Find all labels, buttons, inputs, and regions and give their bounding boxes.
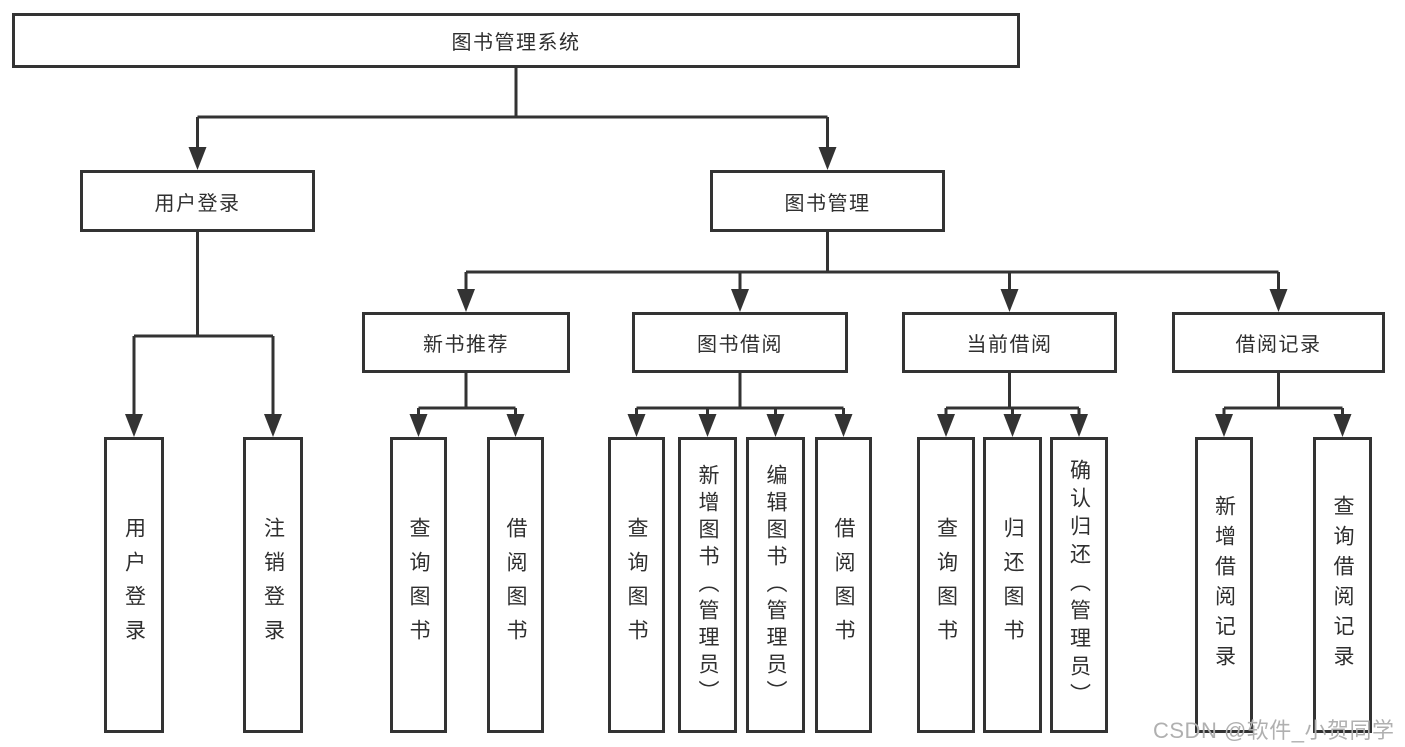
node-book-borrow: 图书借阅 <box>632 312 848 373</box>
node-label: 新增图书（管理员） <box>696 463 719 707</box>
node-label: 图书管理 <box>784 192 871 215</box>
leaf-add-books-admin: 新增图书（管理员） <box>678 437 737 733</box>
node-label: 确认归还（管理员） <box>1067 459 1091 711</box>
arrow-icon <box>1333 414 1352 437</box>
node-root-system: 图书管理系统 <box>12 13 1020 68</box>
node-label: 归还图书 <box>1001 517 1024 653</box>
arrow-icon <box>818 147 837 170</box>
csdn-watermark: CSDN @软件_小贺同学 <box>1153 718 1395 743</box>
leaf-borrow-books: 借阅图书 <box>487 437 544 733</box>
node-label: 新增借阅记录 <box>1212 495 1236 675</box>
node-label: 图书借阅 <box>697 334 783 356</box>
node-label: 注销登录 <box>261 517 285 653</box>
node-book-management: 图书管理 <box>710 170 945 232</box>
node-label: 查询借阅记录 <box>1331 495 1354 675</box>
leaf-logout: 注销登录 <box>243 437 303 733</box>
arrow-icon <box>937 414 955 437</box>
arrow-icon <box>1003 414 1022 437</box>
leaf-query-borrow-record: 查询借阅记录 <box>1313 437 1372 733</box>
leaf-query-books: 查询图书 <box>917 437 975 733</box>
node-label: 查询图书 <box>407 517 430 653</box>
node-label: 借阅图书 <box>832 517 855 653</box>
arrow-icon <box>457 289 475 312</box>
leaf-user-login: 用户登录 <box>104 437 164 733</box>
arrow-icon <box>264 414 282 437</box>
node-label: 当前借阅 <box>966 334 1053 356</box>
leaf-edit-books-admin: 编辑图书（管理员） <box>746 437 805 733</box>
node-user-login: 用户登录 <box>80 170 315 232</box>
arrow-icon <box>506 414 525 437</box>
node-label: 新书推荐 <box>423 334 509 356</box>
arrow-icon <box>834 414 853 437</box>
node-label: 用户登录 <box>154 192 241 215</box>
node-label: 借阅记录 <box>1235 334 1322 356</box>
arrow-icon <box>731 289 749 312</box>
arrow-icon <box>125 414 143 437</box>
node-new-book-recommend: 新书推荐 <box>362 312 570 373</box>
leaf-return-books: 归还图书 <box>983 437 1042 733</box>
arrow-icon <box>698 414 717 437</box>
node-label: 查询图书 <box>625 517 648 653</box>
node-label: 查询图书 <box>934 517 958 653</box>
arrow-icon <box>188 147 207 170</box>
arrow-icon <box>1000 289 1019 312</box>
leaf-confirm-return-admin: 确认归还（管理员） <box>1050 437 1108 733</box>
leaf-query-books: 查询图书 <box>608 437 665 733</box>
arrow-icon <box>1070 414 1088 437</box>
leaf-add-borrow-record: 新增借阅记录 <box>1195 437 1253 733</box>
leaf-borrow-books: 借阅图书 <box>815 437 872 733</box>
arrow-icon <box>766 414 785 437</box>
arrow-icon <box>1269 289 1288 312</box>
node-label: 编辑图书（管理员） <box>764 463 787 707</box>
leaf-query-books: 查询图书 <box>390 437 447 733</box>
node-current-borrow: 当前借阅 <box>902 312 1117 373</box>
arrow-icon <box>627 414 646 437</box>
node-label: 图书管理系统 <box>451 32 581 54</box>
node-borrow-records: 借阅记录 <box>1172 312 1385 373</box>
arrow-icon <box>409 414 428 437</box>
node-label: 用户登录 <box>122 517 146 653</box>
arrow-icon <box>1215 414 1233 437</box>
node-label: 借阅图书 <box>504 517 527 653</box>
